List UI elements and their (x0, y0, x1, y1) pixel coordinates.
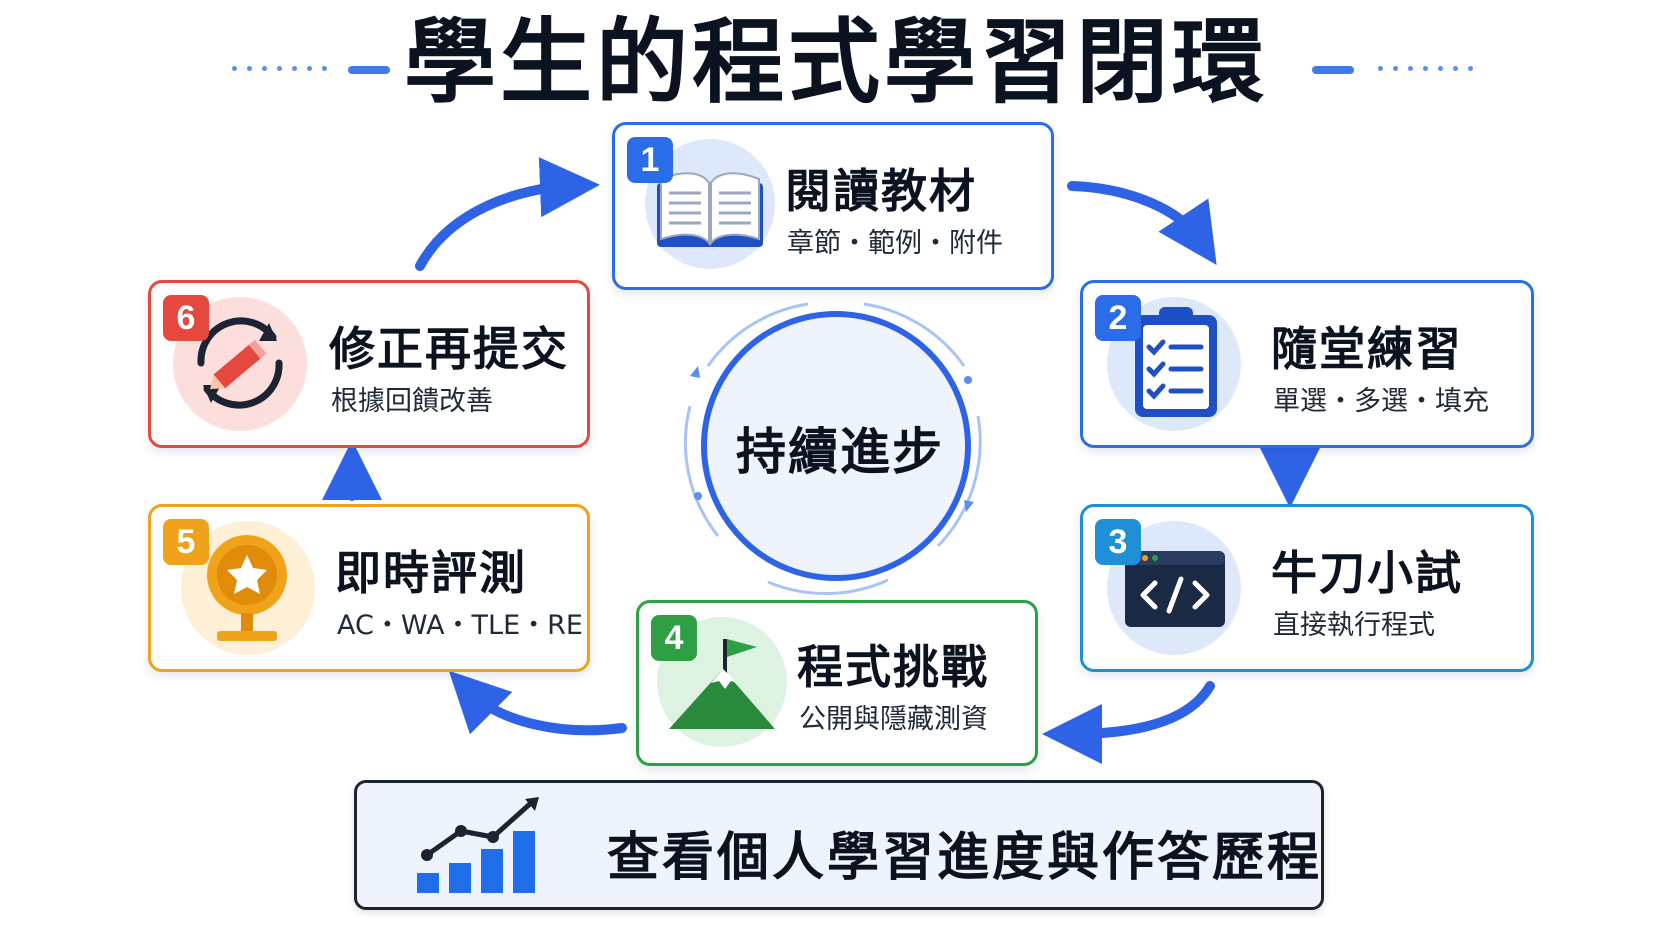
step-card-4[interactable]: 4 程式挑戰 公開與隱藏測資 (636, 600, 1038, 766)
step-title: 程式挑戰 (797, 640, 989, 694)
title-right-dash (1312, 66, 1354, 74)
step-number-badge: 6 (163, 295, 209, 341)
step-title: 閱讀教材 (785, 164, 977, 218)
arrow-6-to-1 (415, 157, 600, 271)
step-card-2[interactable]: 2 隨堂練習 單選・多選・填充 (1080, 280, 1534, 448)
title-left-dots (232, 66, 327, 71)
step-number-badge: 4 (651, 615, 697, 661)
step-title: 牛刀小試 (1271, 546, 1463, 600)
step-subtitle: AC・WA・TLE・RE (337, 610, 583, 641)
step-subtitle: 章節・範例・附件 (787, 228, 1003, 259)
step-number-badge: 2 (1095, 295, 1141, 341)
step-title: 即時評測 (335, 546, 527, 600)
step-number-badge: 3 (1095, 519, 1141, 565)
step-subtitle: 直接執行程式 (1273, 610, 1435, 641)
step-card-1[interactable]: 1 閱讀教材 章節・範例・附件 (612, 122, 1054, 290)
step-card-5[interactable]: 5 即時評測 AC・WA・TLE・RE (148, 504, 590, 672)
step-number-badge: 5 (163, 519, 209, 565)
arrow-3-to-4 (1042, 681, 1215, 764)
step-card-6[interactable]: 6 修正再提交 根據回饋改善 (148, 280, 590, 448)
progress-history-bar[interactable]: 查看個人學習進度與作答歷程 (354, 780, 1324, 910)
step-subtitle: 公開與隱藏測資 (799, 704, 988, 735)
title-row: 學生的程式學習閉環 (0, 0, 1672, 140)
center-label: 持續進步 (736, 423, 944, 481)
step-title: 修正再提交 (329, 322, 569, 376)
arrow-4-to-5 (448, 670, 627, 736)
title-right-dots (1378, 66, 1473, 71)
step-card-3[interactable]: 3 牛刀小試 直接執行程式 (1080, 504, 1534, 672)
step-number-badge: 1 (627, 137, 673, 183)
arrow-1-to-2 (1067, 181, 1217, 265)
center-cycle-ring (683, 302, 982, 596)
title-left-dash (348, 66, 390, 74)
progress-chart-icon (417, 797, 539, 893)
step-subtitle: 單選・多選・填充 (1273, 386, 1489, 417)
step-subtitle: 根據回饋改善 (331, 386, 493, 417)
page-title: 學生的程式學習閉環 (403, 9, 1268, 116)
progress-history-label: 查看個人學習進度與作答歷程 (607, 828, 1323, 888)
step-title: 隨堂練習 (1271, 322, 1463, 376)
